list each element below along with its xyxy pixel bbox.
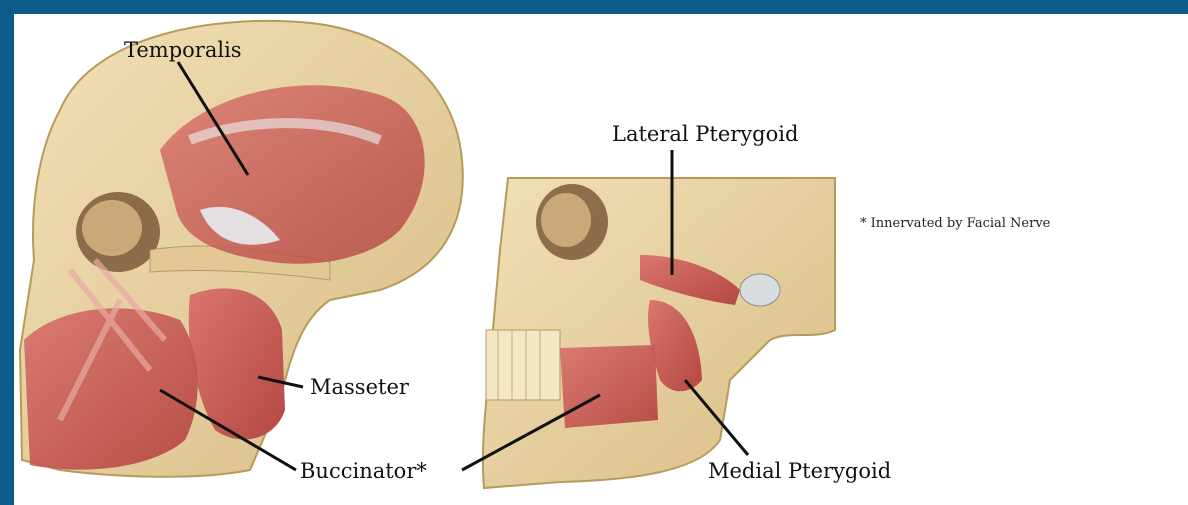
right-skull [483,178,835,488]
label-buccinator: Buccinator* [300,461,427,482]
innervation-note: * Innervated by Facial Nerve [860,216,1050,231]
label-lateral-pterygoid: Lateral Pterygoid [612,124,798,145]
buccinator-right-muscle [560,345,658,428]
label-temporalis: Temporalis [124,40,242,61]
label-masseter: Masseter [310,377,409,398]
label-medial-pterygoid: Medial Pterygoid [708,461,891,482]
left-skull [20,21,463,477]
buccinator-left-muscle [24,308,198,469]
